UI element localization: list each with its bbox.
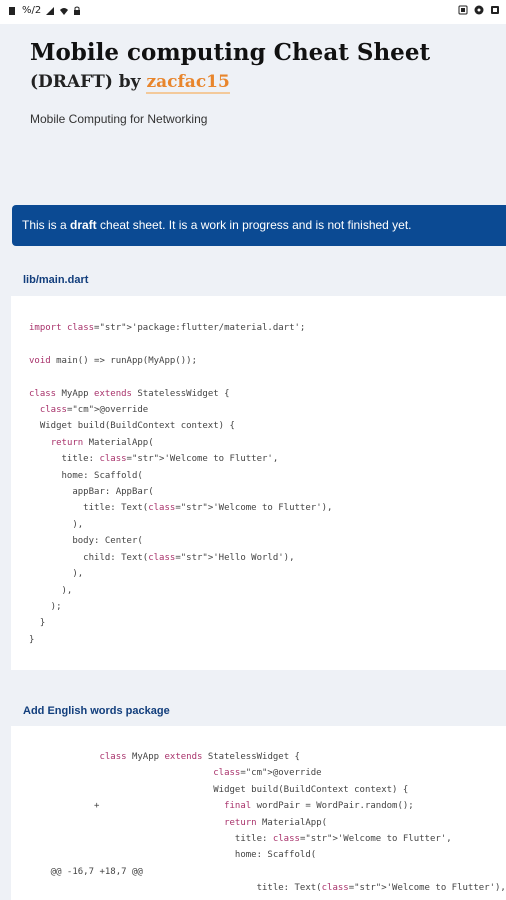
draft-notice-banner: This is a draft cheat sheet. It is a wor… — [12, 205, 506, 246]
code-block-main-dart: import class="str">'package:flutter/mate… — [11, 296, 506, 670]
alarm-icon — [474, 5, 484, 15]
code-text-main-dart: import class="str">'package:flutter/mate… — [29, 323, 333, 645]
page-title: Mobile computing Cheat Sheet — [30, 39, 431, 66]
section-title-main-dart: lib/main.dart — [23, 274, 89, 286]
draft-byline: (DRAFT) by zacfac15 — [30, 68, 476, 96]
draft-notice-post: cheat sheet. It is a work in progress an… — [96, 218, 412, 232]
signal-icon — [45, 6, 55, 16]
sim-icon — [8, 6, 18, 16]
notification-icon — [490, 5, 500, 15]
code-block-english-words: class MyApp extends StatelessWidget { cl… — [11, 726, 506, 900]
draft-notice-pre: This is a — [22, 218, 71, 232]
status-bar: %/2 — [0, 0, 506, 24]
code-text-english-words: class MyApp extends StatelessWidget { cl… — [50, 752, 506, 894]
section-title-english-words: Add English words package — [23, 705, 170, 717]
draft-prefix: (DRAFT) by — [30, 72, 147, 92]
lock-icon — [73, 6, 83, 16]
wifi-icon — [59, 6, 69, 16]
cheat-sheet-header: Mobile computing Cheat Sheet (DRAFT) by … — [0, 24, 506, 170]
status-right — [458, 5, 500, 15]
author-link[interactable]: zacfac15 — [146, 72, 230, 94]
draft-notice-bold: draft — [70, 218, 97, 232]
battery-icon — [458, 5, 468, 15]
sheet-description: Mobile Computing for Networking — [30, 112, 208, 126]
status-left: %/2 — [8, 5, 83, 16]
status-text: %/2 — [22, 5, 42, 16]
